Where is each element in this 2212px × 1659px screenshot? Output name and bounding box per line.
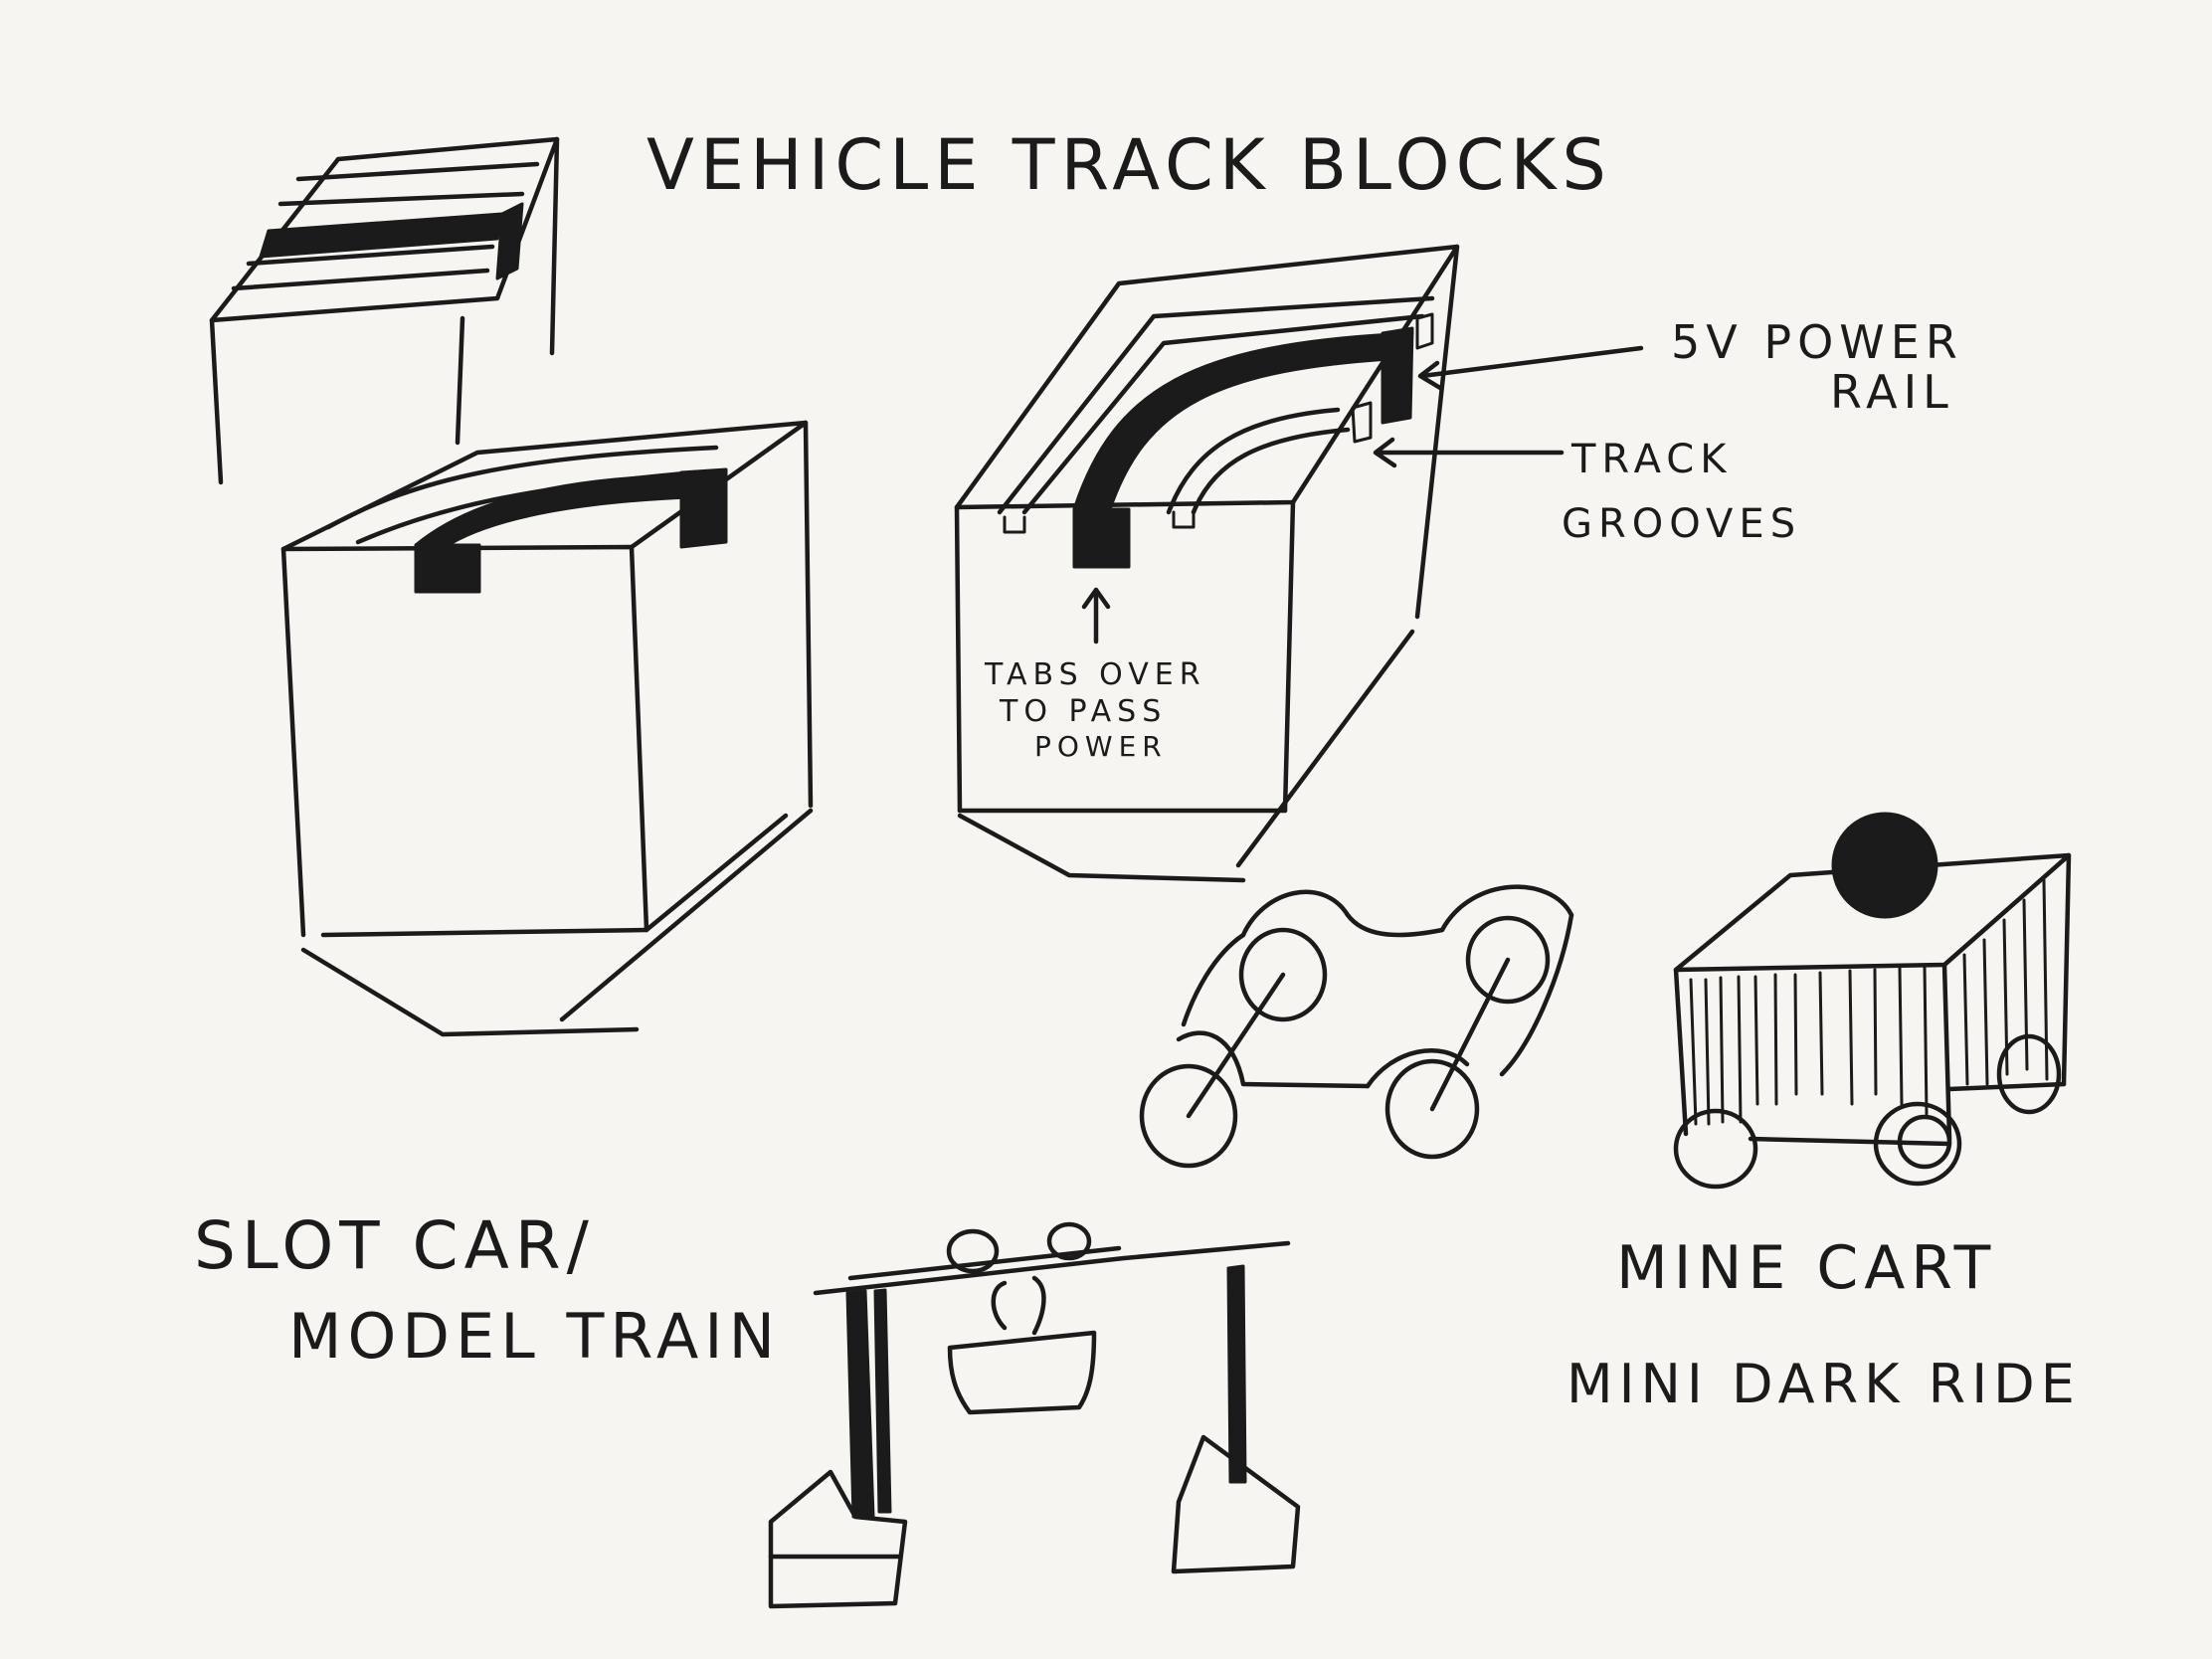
callout-arrows [1081, 345, 1644, 645]
mine-cart-drawing [1673, 812, 2072, 1190]
curved-track-block-drawing [954, 244, 1460, 883]
callout-power-rail-line1: 5V POWER [1671, 315, 1963, 369]
callout-tabs-line3: POWER [1034, 730, 1168, 763]
callout-power-rail-line2: RAIL [1830, 365, 1954, 419]
callout-tabs-line1: TABS OVER [984, 657, 1206, 692]
label-mine-cart: MINE CART [1616, 1233, 1996, 1303]
straight-track-block-drawing [280, 420, 814, 1037]
callout-track-grooves-line2: GROOVES [1562, 501, 1801, 547]
dark-ride-drawing [768, 1221, 1301, 1609]
callout-tabs-line2: TO PASS [999, 694, 1167, 729]
sketch-title: VEHICLE TRACK BLOCKS [646, 124, 1612, 206]
callout-track-grooves-line1: TRACK [1570, 437, 1732, 482]
label-dark-ride: MINI DARK RIDE [1567, 1353, 2081, 1415]
label-slot-car-line1: SLOT CAR/ [194, 1207, 595, 1284]
slot-car-drawing [1139, 884, 1574, 1169]
label-slot-car-line2: MODEL TRAIN [288, 1300, 781, 1373]
small-track-block-drawing [209, 136, 560, 485]
